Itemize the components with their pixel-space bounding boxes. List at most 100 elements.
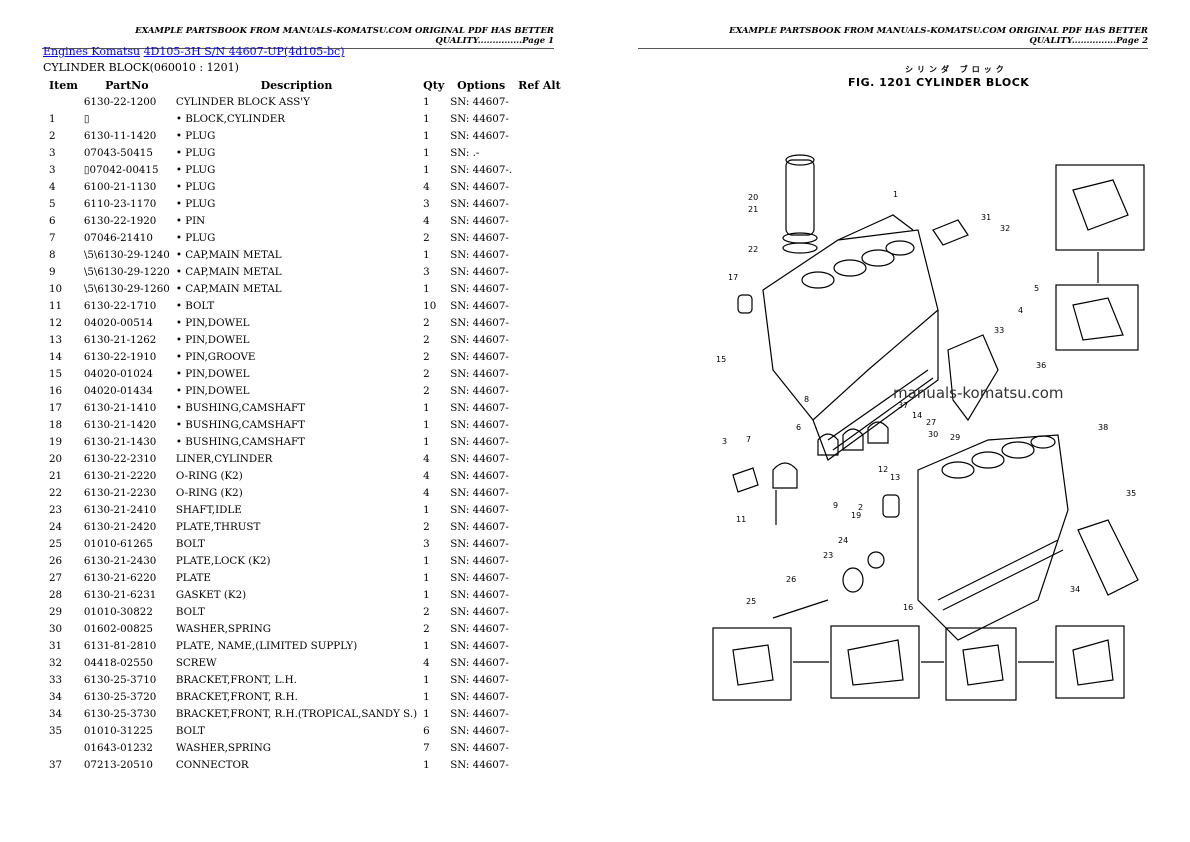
ref-alt-cell xyxy=(515,586,564,603)
description-cell: • PLUG xyxy=(175,163,216,176)
callout-label: 30 xyxy=(928,430,938,439)
ref-alt-cell xyxy=(515,280,564,297)
qty-cell: 1 xyxy=(423,418,430,431)
qty-cell: 4 xyxy=(423,214,430,227)
options-cell: SN: .- xyxy=(450,146,480,159)
item-cell: 23 xyxy=(49,503,63,516)
engines-komatsu-link[interactable]: Engines Komatsu xyxy=(43,45,141,58)
qty-cell: 6 xyxy=(423,724,430,737)
ref-alt-cell xyxy=(515,501,564,518)
options-cell: SN: 44607- xyxy=(450,265,509,278)
options-cell: SN: 44607- xyxy=(450,350,509,363)
item-cell: 28 xyxy=(49,588,63,601)
partno-cell: 04020-01434 xyxy=(83,384,153,397)
partno-cell: 6130-22-1920 xyxy=(83,214,157,227)
options-cell: SN: 44607- xyxy=(450,333,509,346)
partno-cell: \5\6130-29-1240 xyxy=(83,248,170,261)
options-cell: SN: 44607- xyxy=(450,520,509,533)
qty-cell: 1 xyxy=(423,435,430,448)
item-cell: 1 xyxy=(49,112,56,125)
callout-label: 3 xyxy=(722,437,727,446)
description-cell: WASHER,SPRING xyxy=(175,622,271,635)
qty-cell: 1 xyxy=(423,639,430,652)
page-subtitle: CYLINDER BLOCK(060010 : 1201) xyxy=(43,61,239,74)
item-cell: 10 xyxy=(49,282,63,295)
partno-cell: 6130-21-2230 xyxy=(83,486,157,499)
callout-label: 26 xyxy=(786,575,796,584)
ref-alt-cell xyxy=(515,671,564,688)
item-cell: 22 xyxy=(49,486,63,499)
options-cell: SN: 44607- xyxy=(450,418,509,431)
callout-label: 9 xyxy=(833,501,838,510)
description-cell: PLATE xyxy=(175,571,211,584)
description-cell: CONNECTOR xyxy=(175,758,249,771)
qty-cell: 4 xyxy=(423,486,430,499)
options-cell: SN: 44607- xyxy=(450,95,509,108)
description-cell: CYLINDER BLOCK ASS'Y xyxy=(175,95,310,108)
qty-cell: 3 xyxy=(423,197,430,210)
item-cell: 31 xyxy=(49,639,63,652)
partno-cell: 6130-22-1710 xyxy=(83,299,157,312)
partno-cell: 04020-01024 xyxy=(83,367,153,380)
item-cell: 33 xyxy=(49,673,63,686)
partno-cell: 6130-11-1420 xyxy=(83,129,157,142)
page-2-header: EXAMPLE PARTSBOOK FROM MANUALS-KOMATSU.C… xyxy=(638,26,1148,49)
model-link[interactable]: 4D105-3H S/N 44607-UP(4d105-bc) xyxy=(143,45,345,58)
description-cell: • PIN,DOWEL xyxy=(175,333,250,346)
options-cell: SN: 44607- xyxy=(450,588,509,601)
callout-label: 31 xyxy=(981,213,991,222)
page-1-header: EXAMPLE PARTSBOOK FROM MANUALS-KOMATSU.C… xyxy=(42,26,554,49)
figure-title-japanese: シリンダ ブロック xyxy=(905,65,1008,74)
partno-cell: 6130-22-2310 xyxy=(83,452,157,465)
item-cell: 7 xyxy=(49,231,56,244)
qty-cell: 1 xyxy=(423,129,430,142)
callout-label: 29 xyxy=(950,433,960,442)
item-cell: 34 xyxy=(49,690,63,703)
item-cell: 19 xyxy=(49,435,63,448)
options-cell: SN: 44607- xyxy=(450,690,509,703)
ref-alt-cell xyxy=(515,654,564,671)
description-cell: • BOLT xyxy=(175,299,215,312)
item-cell: 26 xyxy=(49,554,63,567)
item-cell xyxy=(43,739,81,756)
options-cell: SN: 44607- xyxy=(450,486,509,499)
qty-cell: 2 xyxy=(423,367,430,380)
partno-cell: \5\6130-29-1220 xyxy=(83,265,170,278)
partno-cell: 6130-21-6231 xyxy=(83,588,157,601)
ref-alt-cell xyxy=(515,127,564,144)
description-cell: • CAP,MAIN METAL xyxy=(175,265,282,278)
ref-alt-cell xyxy=(515,756,564,773)
qty-cell: 1 xyxy=(423,248,430,261)
partno-cell: ▯07042-00415 xyxy=(83,163,159,176)
description-cell: • CAP,MAIN METAL xyxy=(175,282,282,295)
item-cell: 21 xyxy=(49,469,63,482)
options-cell: SN: 44607- xyxy=(450,452,509,465)
callout-label: 27 xyxy=(926,418,936,427)
partno-cell: 6100-21-1130 xyxy=(83,180,157,193)
ref-alt-cell xyxy=(515,518,564,535)
ref-alt-cell xyxy=(515,552,564,569)
item-cell: 8 xyxy=(49,248,56,261)
item-cell: 30 xyxy=(49,622,63,635)
options-cell: SN: 44607-. xyxy=(450,163,513,176)
qty-cell: 1 xyxy=(423,112,430,125)
description-cell: • BUSHING,CAMSHAFT xyxy=(175,435,306,448)
ref-alt-cell xyxy=(515,161,564,178)
description-cell: • PLUG xyxy=(175,129,216,142)
qty-cell: 2 xyxy=(423,520,430,533)
ref-alt-cell xyxy=(515,110,564,127)
options-cell: SN: 44607- xyxy=(450,282,509,295)
